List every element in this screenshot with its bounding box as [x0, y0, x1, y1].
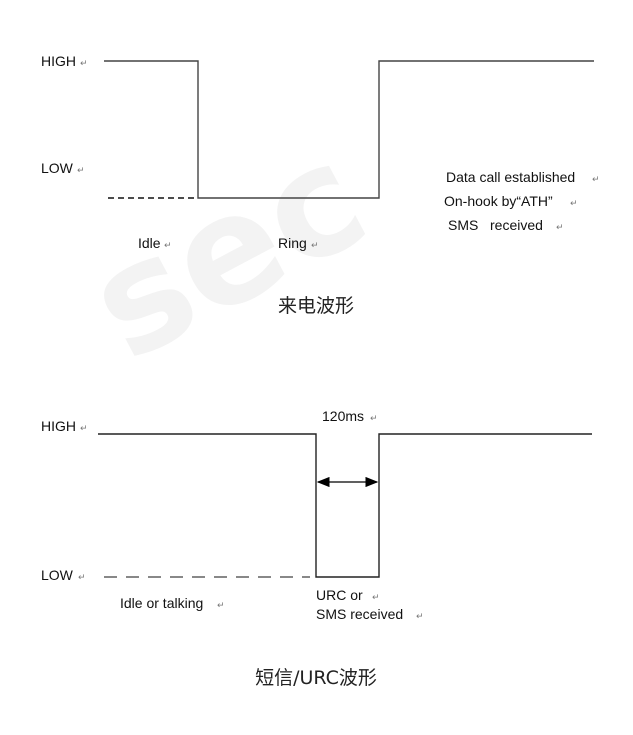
- fig2-low-label: LOW: [41, 567, 74, 583]
- return-mark: ↵: [80, 59, 88, 69]
- incoming-call-figure: HIGH ↵ LOW ↵ Idle ↵ Ring ↵ Data call est…: [41, 53, 600, 317]
- fig2-high-label: HIGH: [41, 418, 76, 434]
- return-mark: ↵: [416, 612, 424, 622]
- fig2-waveform-line: [98, 433, 592, 578]
- watermark-logo: sec: [63, 109, 392, 394]
- fig1-phase-ring: Ring: [278, 235, 307, 251]
- fig1-phase-idle: Idle: [138, 235, 161, 251]
- return-mark: ↵: [570, 199, 578, 209]
- sms-urc-figure: HIGH ↵ LOW ↵ 120ms ↵ Idle or talking ↵ U…: [41, 408, 592, 689]
- fig1-waveform-line: [104, 60, 594, 199]
- fig2-event-sms-received: SMS received: [316, 606, 403, 622]
- return-mark: ↵: [77, 166, 85, 176]
- return-mark: ↵: [80, 424, 88, 434]
- fig2-caption: 短信/URC波形: [255, 667, 377, 689]
- return-mark: ↵: [217, 601, 225, 611]
- return-mark: ↵: [164, 241, 172, 251]
- return-mark: ↵: [78, 573, 86, 583]
- fig1-event-on-hook: On-hook by“ATH”: [444, 193, 553, 209]
- fig2-pulse-width-label: 120ms: [322, 408, 364, 424]
- fig1-event-data-call: Data call established: [446, 169, 575, 185]
- fig2-phase-idle-or-talking: Idle or talking: [120, 595, 203, 611]
- fig1-low-label: LOW: [41, 160, 74, 176]
- return-mark: ↵: [556, 223, 564, 233]
- fig2-event-urc: URC or: [316, 587, 363, 603]
- return-mark: ↵: [370, 414, 378, 424]
- fig1-high-label: HIGH: [41, 53, 76, 69]
- fig1-event-sms: SMS received: [448, 217, 543, 233]
- fig1-caption: 来电波形: [278, 295, 354, 317]
- return-mark: ↵: [592, 175, 600, 185]
- return-mark: ↵: [311, 241, 319, 251]
- return-mark: ↵: [372, 593, 380, 603]
